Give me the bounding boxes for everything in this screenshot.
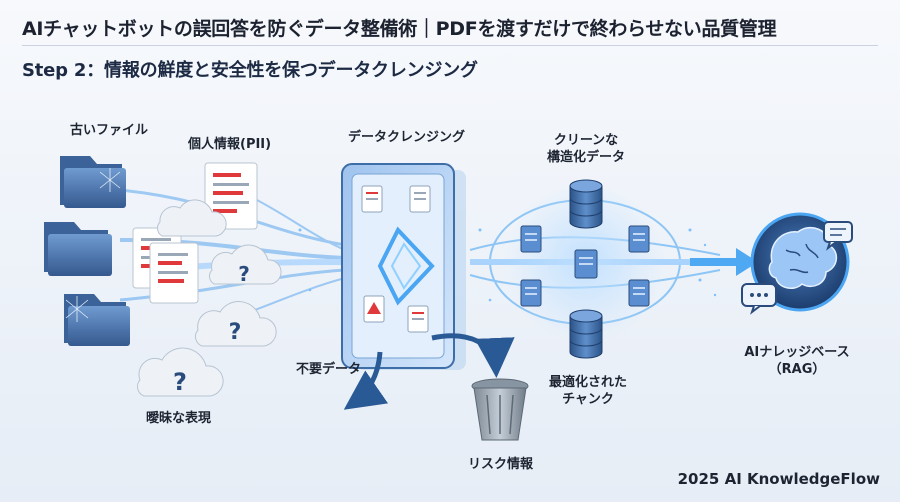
filter-panel-icon (341, 163, 466, 370)
ambiguous-label: 曖昧な表現 (146, 411, 212, 426)
document-icon (409, 185, 431, 213)
database-icon (569, 179, 603, 229)
warning-document-icon (363, 295, 385, 323)
trash-icon (471, 378, 529, 441)
chunk-document-icon (520, 225, 650, 307)
document-icon (361, 185, 383, 213)
old-files-label: 古いファイル (70, 123, 149, 138)
cleansing-label: データクレンジング (348, 130, 466, 145)
chunks-label: 最適化された チャンク (548, 375, 627, 407)
unneeded-data-label: 不要データ (296, 362, 362, 377)
diamond-arrow-icon (377, 226, 435, 306)
step-title: Step 2：情報の鮮度と安全性を保つデータクレンジング (22, 60, 478, 81)
question-cloud-icon: ? (209, 244, 282, 286)
svg-text:?: ? (238, 262, 250, 286)
risk-info-label: リスク情報 (468, 457, 534, 472)
page-title: AIチャットボットの誤回答を防ぐデータ整備術｜PDFを渡すだけで終わらせない品質… (22, 18, 777, 40)
chat-bubble-icon (823, 221, 853, 251)
chat-bubble-icon (741, 283, 777, 315)
folder-icon (64, 294, 130, 346)
document-icon (407, 305, 429, 333)
folder-icon (60, 156, 126, 208)
folder-icon (44, 222, 112, 276)
footer-credit: 2025 AI KnowledgeFlow (677, 470, 880, 488)
sparkle-particles (298, 228, 717, 302)
knowledge-base-label: AIナレッジベース （RAG） (744, 345, 850, 377)
risk-data-arrow (431, 333, 515, 378)
pii-label: 個人情報(PII) (188, 137, 272, 152)
database-icon (569, 309, 603, 359)
cloud-icon (157, 199, 227, 237)
title-divider (22, 45, 878, 46)
svg-text:?: ? (173, 368, 187, 396)
question-cloud-icon: ? (194, 301, 277, 347)
document-icon (149, 242, 199, 304)
clean-data-label: クリーンな 構造化データ (546, 133, 625, 165)
question-cloud-icon: ? (136, 347, 224, 397)
main-arrow-head (736, 248, 758, 276)
unneeded-data-arrow (343, 351, 389, 410)
svg-text:?: ? (229, 320, 242, 345)
